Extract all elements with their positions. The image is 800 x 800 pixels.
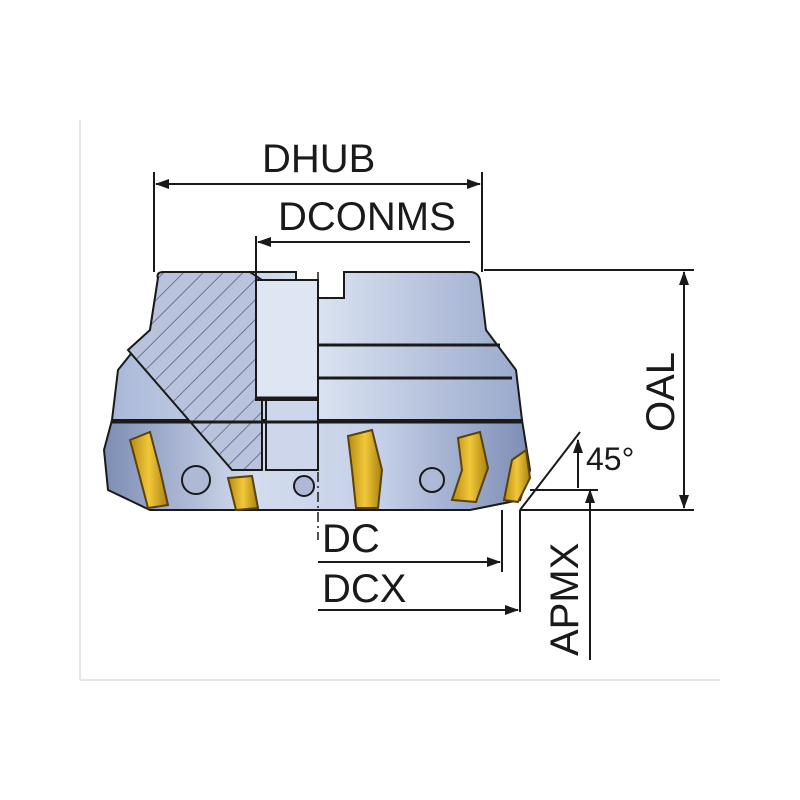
label-dc: DC	[322, 517, 380, 561]
center-bore	[255, 279, 319, 401]
body-lines	[112, 343, 522, 424]
label-apmx: APMX	[543, 543, 587, 656]
label-dconms: DCONMS	[278, 195, 456, 239]
screw-1	[181, 465, 211, 495]
insert-2	[226, 474, 260, 512]
frame-lines	[79, 120, 720, 681]
insert-5	[502, 448, 532, 504]
screw-3	[419, 467, 445, 493]
inserts	[128, 428, 532, 512]
label-angle: 45°	[586, 441, 634, 477]
insert-4	[450, 430, 490, 504]
dimension-lines	[153, 172, 694, 660]
label-dhub: DHUB	[262, 137, 375, 181]
screw-2	[293, 475, 315, 497]
insert-3	[346, 428, 384, 509]
insert-1	[128, 430, 170, 510]
label-oal: OAL	[639, 352, 683, 432]
bore-lower	[265, 399, 319, 471]
label-dcx: DCX	[322, 567, 406, 611]
